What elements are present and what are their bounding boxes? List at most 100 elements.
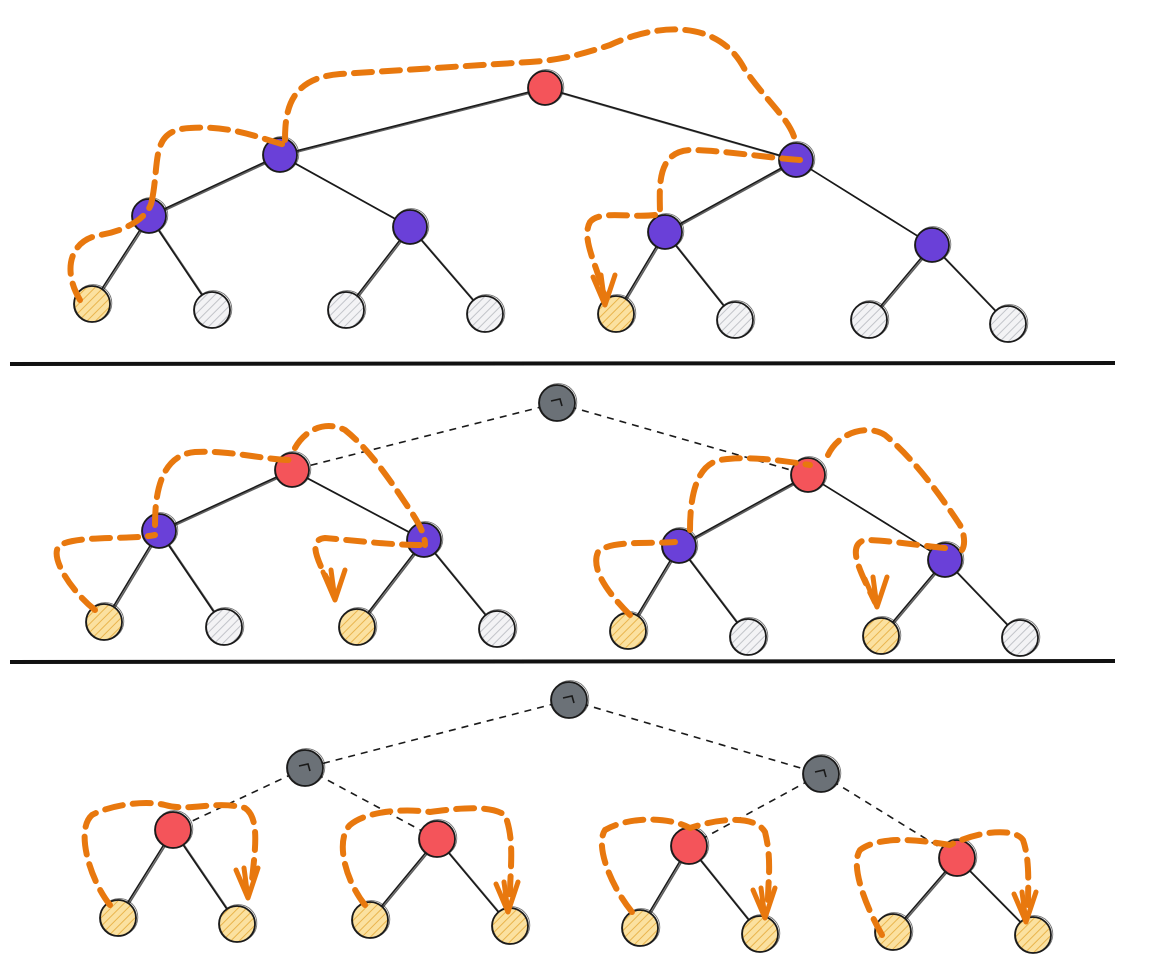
traversal-path-0 (67, 197, 155, 303)
node-outline-lrl (328, 290, 367, 329)
traversal-path-5 (687, 455, 813, 533)
divider-top (9, 361, 1116, 366)
traversal-path-3 (656, 147, 803, 218)
node-outline-r (803, 754, 842, 793)
traversal-arrowhead-2 (750, 885, 778, 921)
nodes (85, 383, 1041, 657)
node-outline-lrr (467, 294, 506, 333)
edge-root-l (279, 87, 546, 156)
traversal-path-0 (53, 532, 158, 613)
traversal-arrowhead-7 (862, 574, 890, 610)
traversal-path-3 (312, 535, 423, 598)
node-outline-rrl (863, 616, 902, 655)
traversal-paths (67, 26, 803, 308)
traversal-arrowhead-1 (493, 879, 521, 915)
edges (91, 87, 1011, 326)
traversal-path-6 (825, 427, 968, 553)
edge-sketch-r-rr (796, 160, 935, 247)
edge-sketch-r-rl (679, 475, 811, 548)
node-mark-root (562, 695, 575, 704)
node-outline-llr (219, 904, 258, 943)
edge-r-rl (664, 159, 797, 233)
traversal-arrowhead-3 (320, 567, 348, 603)
node-mark-l (298, 763, 311, 772)
node-outline-rll (598, 294, 637, 333)
node-outline-lrl (352, 900, 391, 939)
edge-sketch-r-rr (808, 475, 948, 562)
node-outline-rrr (990, 304, 1029, 343)
traversal-arrowhead-4 (590, 272, 618, 308)
node-outline-llr (206, 607, 245, 646)
traversal-path-2 (292, 423, 428, 548)
node-mark-r (814, 769, 827, 778)
traversal-path-0 (81, 800, 259, 908)
node-outline-l (275, 451, 312, 488)
node-outline-rrl (875, 912, 914, 951)
node-mark-root (550, 398, 563, 407)
node-outline-lr (393, 208, 430, 245)
traversal-arrowhead-0 (233, 865, 261, 901)
edges (103, 402, 1023, 640)
divider-bottom (9, 659, 1116, 664)
node-outline-rlr (730, 617, 769, 656)
edge-sketch-root-l (280, 88, 548, 157)
node-outline-lll (74, 284, 113, 323)
edge-root-r (568, 699, 822, 775)
node-outline-rrl (851, 300, 890, 339)
traversal-path-4 (584, 212, 658, 303)
node-outline-root (528, 69, 565, 106)
edge-l-ll (148, 154, 281, 217)
panel-split-once (53, 383, 1041, 657)
node-outline-l (287, 748, 326, 787)
edge-sketch-l-ll (149, 155, 283, 218)
traversal-path-1 (149, 124, 288, 203)
node-outline-rr (928, 541, 965, 578)
traversal-path-4 (593, 539, 678, 618)
edge-sketch-l-lr (292, 470, 427, 542)
edge-r-rl (688, 773, 822, 847)
node-outline-ll (142, 512, 179, 549)
traversal-path-2 (598, 816, 773, 915)
nodes (73, 69, 1029, 343)
edge-l-lr (304, 767, 438, 840)
node-outline-lll (86, 602, 125, 641)
node-outline-rlr (717, 300, 756, 339)
traversal-path-1 (339, 805, 515, 908)
edge-sketch-root-r (545, 88, 799, 162)
edge-sketch-l-ll (159, 470, 295, 533)
traversal-path-1 (152, 448, 295, 528)
node-outline-root (551, 680, 590, 719)
traversal-path-3 (853, 829, 1032, 938)
node-outline-rr (915, 226, 952, 263)
node-outline-ll (155, 810, 194, 849)
node-outline-lll (100, 898, 139, 937)
node-outline-rrr (1002, 618, 1041, 657)
edge-l-ll (158, 469, 293, 532)
node-outline-rrr (1015, 915, 1054, 954)
edge-root-l (291, 402, 558, 471)
node-outline-root (539, 383, 578, 422)
traversal-arrowhead-3 (1011, 889, 1039, 925)
edge-r-rl (678, 474, 809, 547)
panel-full-tree (67, 26, 1029, 343)
panel-split-twice (81, 680, 1054, 954)
edge-root-l (304, 699, 570, 769)
node-outline-l (263, 136, 300, 173)
node-outline-lr (407, 521, 444, 558)
edge-root-r (556, 402, 809, 476)
node-outline-rr (939, 838, 978, 877)
node-outline-rll (622, 908, 661, 947)
node-outline-llr (194, 290, 233, 329)
edge-sketch-r-rl (665, 160, 799, 234)
traversal-path-2 (282, 26, 798, 143)
node-outline-lr (419, 819, 458, 858)
node-outline-lrr (479, 609, 518, 648)
traversal-paths (81, 800, 1039, 938)
node-outline-lrl (339, 607, 378, 646)
nodes (99, 680, 1054, 954)
node-outline-r (791, 456, 828, 493)
edge-l-ll (172, 767, 306, 831)
node-outline-rl (648, 213, 685, 250)
traversal-paths (53, 423, 968, 618)
